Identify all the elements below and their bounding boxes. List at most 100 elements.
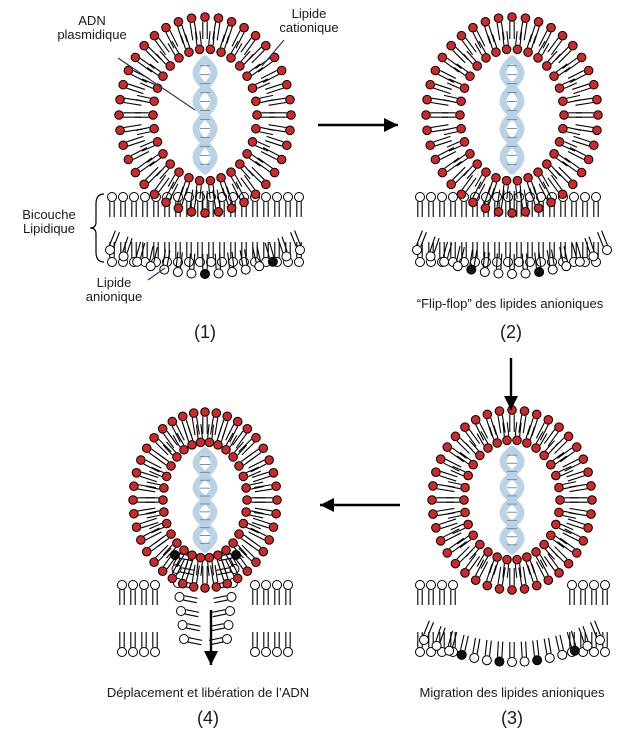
lipid xyxy=(189,565,199,591)
lipid-head xyxy=(187,207,196,216)
lipid-tail xyxy=(255,161,269,171)
lipid-head xyxy=(594,111,603,120)
lipid xyxy=(524,34,536,56)
lipid-head xyxy=(233,417,242,426)
lipid-head xyxy=(222,546,231,555)
lipid-head xyxy=(493,439,502,448)
lipid-head xyxy=(544,416,553,425)
lipid-tail xyxy=(278,238,283,253)
lipid xyxy=(227,168,242,189)
lipid xyxy=(115,111,141,120)
lipid-tail xyxy=(477,639,480,654)
lipid-head xyxy=(569,41,578,50)
lipid-head xyxy=(252,97,261,106)
lipid-tail xyxy=(140,58,154,68)
lipid-head xyxy=(413,246,422,255)
lipid xyxy=(451,432,472,453)
lipid xyxy=(555,482,577,492)
lipid-head xyxy=(482,258,491,267)
lipid xyxy=(426,80,452,93)
lipid-tail xyxy=(269,103,286,106)
lipid-head xyxy=(158,425,167,434)
lipid xyxy=(581,193,590,218)
lipid-head xyxy=(119,80,128,89)
lipid-tail xyxy=(140,161,154,171)
lipid-tail xyxy=(214,600,227,603)
lipid xyxy=(212,607,235,617)
lipid-tail xyxy=(215,565,218,582)
lipid-head xyxy=(118,648,127,657)
label-bicouche-lipidique: Bicouche Lipidique xyxy=(22,208,75,236)
lipid-head xyxy=(239,519,248,528)
lipid-head xyxy=(570,193,579,202)
lipid xyxy=(118,581,127,606)
lipid-head xyxy=(466,72,475,81)
lipid xyxy=(252,518,278,531)
lipid-tail xyxy=(144,528,160,536)
lipid-head xyxy=(482,54,491,63)
lipid xyxy=(140,581,149,606)
lipid-tail xyxy=(127,136,144,141)
lipid xyxy=(108,193,117,218)
lipid-tail xyxy=(497,641,498,656)
lipid-tail xyxy=(217,427,221,440)
lipid-head xyxy=(151,648,160,657)
lipid-tail xyxy=(267,88,284,93)
label-adn-plasmidique: ADN plasmidique xyxy=(57,14,126,42)
lipid-tail xyxy=(181,181,185,194)
lipid-tail xyxy=(249,532,265,540)
lipid-tail xyxy=(435,141,452,146)
lipid xyxy=(579,581,588,606)
lipid-tail xyxy=(555,441,568,454)
lipid-head xyxy=(483,410,492,419)
lipid-head xyxy=(131,53,140,62)
lipid xyxy=(135,111,157,120)
lipid-head xyxy=(467,265,476,274)
lipid-tail xyxy=(462,40,472,54)
lipid-tail xyxy=(252,167,265,180)
lipid-head xyxy=(158,567,167,576)
lipid-tail xyxy=(248,523,261,529)
lipid-tail xyxy=(568,476,585,481)
lipid-head xyxy=(460,496,469,505)
lipid-head xyxy=(243,567,252,576)
lipid-head xyxy=(150,558,159,567)
lipid-tail xyxy=(576,125,593,128)
lipid-tail xyxy=(114,232,120,246)
lipid-head xyxy=(188,551,197,560)
lipid-tail xyxy=(144,464,160,472)
lipid-head xyxy=(217,48,226,57)
lipid-head xyxy=(277,66,286,75)
lipid-head xyxy=(428,496,437,505)
lipid-head xyxy=(141,193,150,202)
lipid-tail xyxy=(146,460,162,468)
lipid-head xyxy=(569,180,578,189)
lipid-head xyxy=(227,593,236,602)
membrane-strip xyxy=(118,581,160,657)
lipid-head xyxy=(150,190,159,199)
lipid-head xyxy=(159,149,168,158)
lipid-tail xyxy=(443,127,456,130)
lipid-head xyxy=(438,53,447,62)
lipid-head xyxy=(532,444,541,453)
lipid xyxy=(475,41,490,62)
lipid xyxy=(416,581,425,606)
lipid-tail xyxy=(507,564,508,578)
lipid-head xyxy=(119,193,128,202)
lipid-head xyxy=(579,455,588,464)
lipid xyxy=(532,548,547,569)
lipid-head xyxy=(265,536,274,545)
lipid-tail xyxy=(138,158,152,168)
lipid-head xyxy=(252,558,261,567)
lipid-head xyxy=(286,95,295,104)
lipid-tail xyxy=(446,459,462,467)
lipid-head xyxy=(436,537,445,546)
membrane-curve xyxy=(420,621,605,667)
lipid-tail xyxy=(515,564,516,578)
lipid-head xyxy=(162,23,171,32)
lipid-tail xyxy=(466,38,476,52)
lipid-head xyxy=(118,581,127,590)
lipid-head xyxy=(108,258,117,267)
lipid-head xyxy=(108,193,117,202)
